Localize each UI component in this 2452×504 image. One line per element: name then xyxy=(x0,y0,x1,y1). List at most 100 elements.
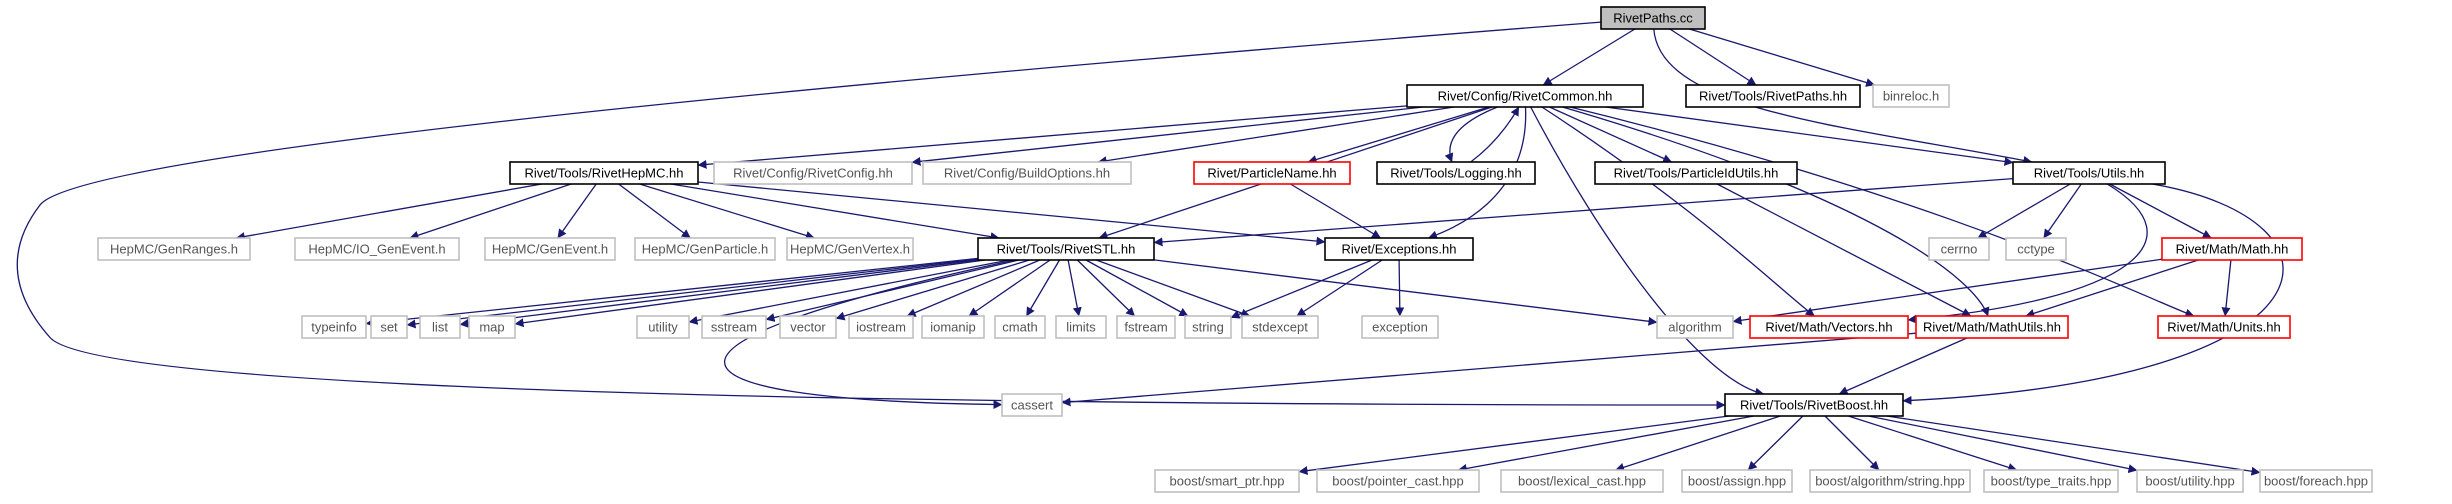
edge-rivetcommon-to-utils xyxy=(1605,106,2014,166)
edge-rivetcommon-to-particleidutils xyxy=(1549,106,1673,163)
node-label: HepMC/IO_GenEvent.h xyxy=(308,242,445,257)
edge-rivetcommon-to-logging xyxy=(1444,106,1498,163)
node-label: Rivet/ParticleName.hh xyxy=(1207,166,1336,181)
node-box xyxy=(921,315,985,339)
node-mathutils[interactable]: Rivet/Math/MathUtils.hh xyxy=(1915,315,2069,339)
node-box xyxy=(1915,315,2069,339)
node-label: boost/type_traits.hpp xyxy=(1991,474,2112,489)
node-sstream: sstream xyxy=(701,315,767,339)
node-rivetconfig: Rivet/Config/RivetConfig.hh xyxy=(713,161,913,185)
edge-rivetcommon-to-rivetconfig xyxy=(911,106,1424,166)
node-type_traits: boost/type_traits.hpp xyxy=(1983,469,2119,493)
edge-rivetstl-to-algorithm xyxy=(1153,259,1658,326)
node-box xyxy=(370,315,408,339)
node-rivetstl[interactable]: Rivet/Tools/RivetSTL.hh xyxy=(977,237,1155,261)
node-box xyxy=(1685,84,1861,108)
node-rivetboost[interactable]: Rivet/Tools/RivetBoost.hh xyxy=(1724,393,1904,417)
edge-rivetcommon-to-exceptions xyxy=(1428,106,1527,240)
node-cmath: cmath xyxy=(994,315,1046,339)
node-label: set xyxy=(380,320,398,335)
node-assign: boost/assign.hpp xyxy=(1681,469,1793,493)
node-box xyxy=(1116,315,1176,339)
node-vectors[interactable]: Rivet/Math/Vectors.hh xyxy=(1749,315,1909,339)
node-math[interactable]: Rivet/Math/Math.hh xyxy=(2161,237,2303,261)
node-tools_rivetpaths[interactable]: Rivet/Tools/RivetPaths.hh xyxy=(1685,84,1861,108)
node-box xyxy=(1184,315,1232,339)
node-label: Rivet/Tools/RivetBoost.hh xyxy=(1740,398,1888,413)
edge-rivetcommon-to-rivetboost xyxy=(1530,106,1765,397)
node-typeinfo: typeinfo xyxy=(301,315,367,339)
edge-rivetstl-to-sstream xyxy=(765,259,1020,322)
node-label: boost/pointer_cast.hpp xyxy=(1332,474,1464,489)
node-label: boost/utility.hpp xyxy=(2145,474,2234,489)
node-exceptions[interactable]: Rivet/Exceptions.hh xyxy=(1324,237,1474,261)
node-iostream: iostream xyxy=(848,315,914,339)
edge-rivetstl-to-vector xyxy=(835,259,1030,321)
node-label: Rivet/Tools/Utils.hh xyxy=(2034,166,2145,181)
node-particleidutils[interactable]: Rivet/Tools/ParticleIdUtils.hh xyxy=(1594,161,1798,185)
node-rivetpaths_cc[interactable]: RivetPaths.cc xyxy=(1600,6,1706,30)
nodes-layer: RivetPaths.ccRivet/Config/RivetCommon.hh… xyxy=(97,6,2373,493)
node-box xyxy=(419,315,461,339)
node-box xyxy=(2157,315,2291,339)
edge-rivetstl-to-cmath xyxy=(1025,259,1061,317)
node-cassert: cassert xyxy=(1001,393,1063,417)
edge-exceptions-to-exception xyxy=(1395,259,1405,317)
node-string: string xyxy=(1184,315,1232,339)
node-box xyxy=(1001,393,1063,417)
node-rivetcommon[interactable]: Rivet/Config/RivetCommon.hh xyxy=(1406,84,1644,108)
node-box xyxy=(994,315,1046,339)
edge-rivetstl-to-fstream xyxy=(1076,259,1136,317)
node-box xyxy=(1656,315,1734,339)
node-utils[interactable]: Rivet/Tools/Utils.hh xyxy=(2012,161,2166,185)
node-genparticle: HepMC/GenParticle.h xyxy=(634,237,776,261)
node-label: sstream xyxy=(711,320,757,335)
node-box xyxy=(1154,469,1300,493)
node-label: boost/foreach.hpp xyxy=(2264,474,2368,489)
node-particlename[interactable]: Rivet/ParticleName.hh xyxy=(1193,161,1351,185)
node-box xyxy=(1681,469,1793,493)
node-pointer_cast: boost/pointer_cast.hpp xyxy=(1316,469,1480,493)
edge-rivethepmc-to-rivetstl xyxy=(670,183,1000,242)
edge-utils-to-cctype xyxy=(2043,183,2082,239)
edge-rivetstl-to-iostream xyxy=(906,259,1041,317)
node-genevent: HepMC/GenEvent.h xyxy=(484,237,616,261)
node-label: iostream xyxy=(856,320,906,335)
node-buildoptions: Rivet/Config/BuildOptions.hh xyxy=(922,161,1132,185)
edge-rivetstl-to-iomanip xyxy=(968,259,1051,317)
node-label: Rivet/Math/Vectors.hh xyxy=(1765,320,1892,335)
node-box xyxy=(1406,84,1644,108)
node-label: binreloc.h xyxy=(1883,89,1939,104)
node-box xyxy=(1241,315,1319,339)
node-rivethepmc[interactable]: Rivet/Tools/RivetHepMC.hh xyxy=(509,161,699,185)
node-cctype: cctype xyxy=(2005,237,2067,261)
node-label: RivetPaths.cc xyxy=(1613,11,1693,26)
node-box xyxy=(1316,469,1480,493)
edge-rivetstl-to-map xyxy=(514,259,986,328)
edge-rivethepmc-to-genevent xyxy=(557,183,597,239)
node-label: fstream xyxy=(1124,320,1167,335)
node-box xyxy=(2005,237,2067,261)
node-label: HepMC/GenEvent.h xyxy=(492,242,608,257)
edge-math-to-units xyxy=(2221,259,2232,317)
node-units[interactable]: Rivet/Math/Units.hh xyxy=(2157,315,2291,339)
node-box xyxy=(786,237,914,261)
node-io_genevent: HepMC/IO_GenEvent.h xyxy=(294,237,460,261)
node-logging[interactable]: Rivet/Tools/Logging.hh xyxy=(1376,161,1536,185)
node-box xyxy=(1361,315,1439,339)
node-label: boost/assign.hpp xyxy=(1688,474,1786,489)
node-box xyxy=(1324,237,1474,261)
node-list: list xyxy=(419,315,461,339)
node-label: Rivet/Tools/Logging.hh xyxy=(1390,166,1522,181)
node-box xyxy=(1928,237,1990,261)
node-box xyxy=(1376,161,1536,185)
node-label: limits xyxy=(1066,320,1096,335)
edge-rivetstl-to-stdexcept xyxy=(1095,259,1251,318)
edge-rivetpaths_cc-to-utils xyxy=(1653,28,2033,165)
edge-rivethepmc-to-exceptions xyxy=(697,181,1326,246)
edge-math-to-algorithm xyxy=(1732,258,2163,325)
edge-rivetstl-to-string xyxy=(1085,259,1189,317)
edge-utils-to-cerrno xyxy=(1977,183,2071,239)
node-boost_utility: boost/utility.hpp xyxy=(2136,469,2244,493)
